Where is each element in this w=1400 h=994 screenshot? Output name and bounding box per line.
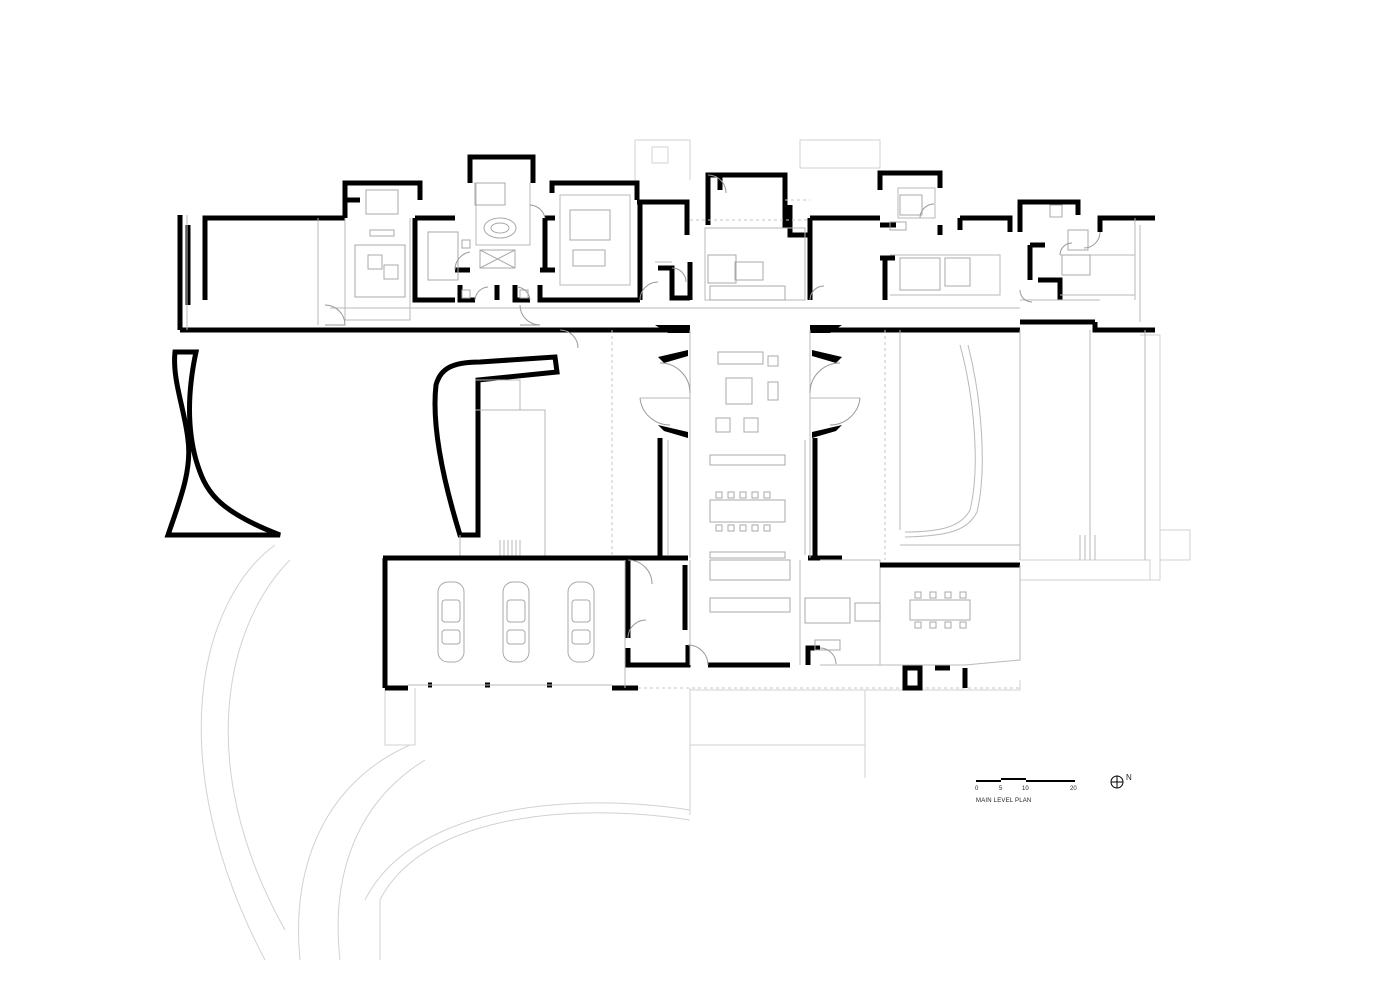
car-1 — [437, 581, 465, 663]
bedroom-wing-walls — [177, 154, 1155, 333]
scale-bar-segment-1 — [976, 780, 1001, 782]
north-label: N — [1126, 773, 1132, 782]
bedroom-wing-furniture — [354, 182, 1091, 301]
scale-tick-10: 10 — [1022, 786, 1029, 792]
kitchen-dining — [627, 559, 1021, 691]
bedroom-wing-partitions — [186, 183, 1141, 330]
scale-bar-segment-2 — [1001, 778, 1026, 780]
plan-title: MAIN LEVEL PLAN — [976, 798, 1031, 804]
gallery-doors — [639, 362, 861, 426]
central-gallery-walls — [611, 325, 886, 561]
scale-tick-0: 0 — [975, 786, 979, 792]
car-2 — [502, 581, 530, 663]
east-terrace — [899, 330, 1146, 560]
west-walls — [164, 349, 560, 560]
gallery-furniture — [709, 351, 791, 613]
scale-tick-5: 5 — [999, 786, 1003, 792]
scale-bar: 0 5 10 20 MAIN LEVEL PLAN — [975, 778, 1077, 804]
garage-walls — [382, 555, 1020, 691]
garage-cars — [437, 581, 595, 663]
scale-tick-20: 20 — [1070, 786, 1077, 792]
north-arrow-icon: N — [1110, 773, 1132, 789]
door-swings — [324, 174, 1101, 349]
site-lines — [200, 139, 1191, 961]
car-3 — [567, 581, 595, 663]
scale-bar-segment-3 — [1026, 780, 1075, 782]
